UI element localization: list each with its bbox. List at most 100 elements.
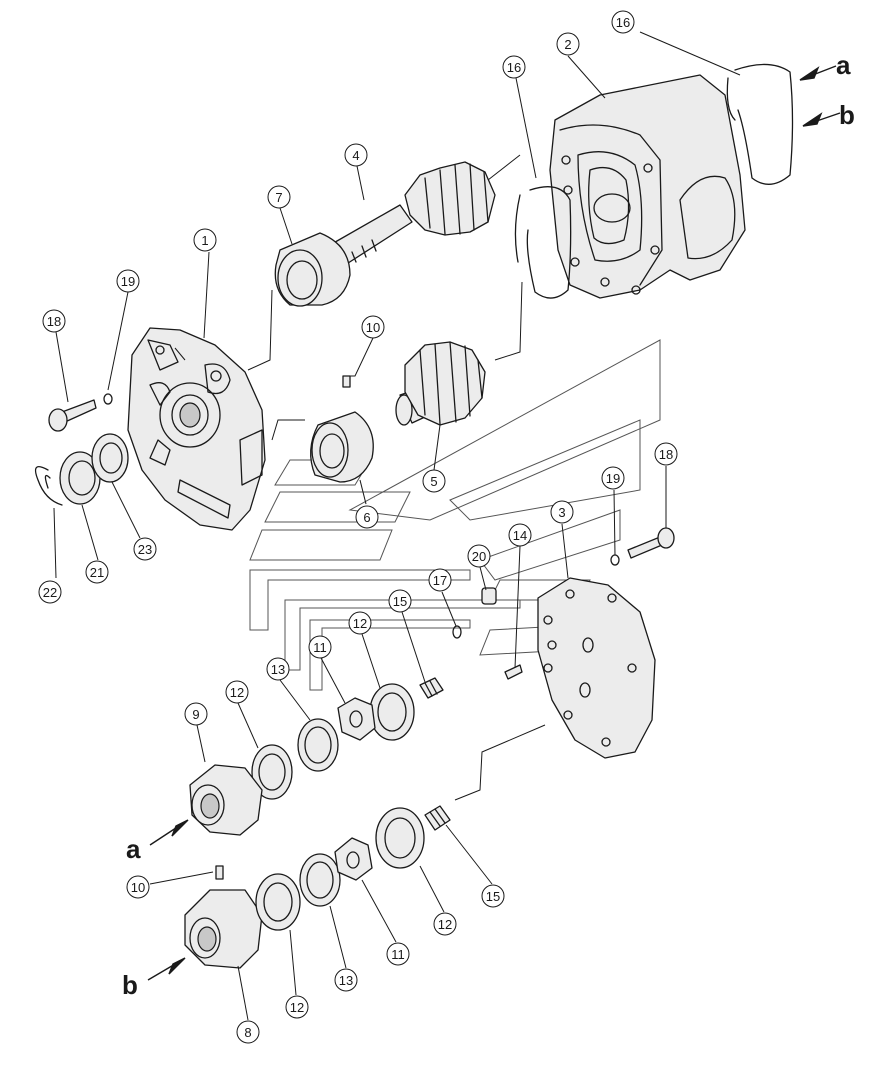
pin-part	[504, 664, 523, 680]
callout-label: 20	[472, 549, 486, 564]
callout-label: 3	[558, 505, 565, 520]
seal-part	[91, 433, 129, 483]
bolt-part	[48, 399, 97, 432]
callout-label: 1	[201, 233, 208, 248]
ring-part	[375, 807, 425, 869]
seal-ring-part	[514, 63, 794, 299]
callout-2: 2	[556, 32, 580, 56]
callout-label: 14	[513, 528, 527, 543]
view-arrows	[147, 65, 841, 981]
callout-22: 22	[38, 580, 62, 604]
callout-12: 12	[225, 680, 249, 704]
callout-label: 12	[438, 917, 452, 932]
valve-plug-part	[419, 677, 444, 699]
callout-label: 18	[47, 314, 61, 329]
callout-label: 17	[433, 573, 447, 588]
callout-17: 17	[428, 568, 452, 592]
valve-plug-part	[424, 805, 451, 831]
callout-1: 1	[193, 228, 217, 252]
callout-12: 12	[348, 611, 372, 635]
callout-label: 8	[244, 1025, 251, 1040]
front-cover-part	[127, 327, 266, 531]
callout-label: 11	[313, 640, 327, 655]
callout-label: 15	[486, 889, 500, 904]
callout-18: 18	[654, 442, 678, 466]
view-marker-a: a	[126, 834, 141, 864]
bushing-part	[274, 232, 351, 307]
callout-label: 13	[339, 973, 353, 988]
callout-label: 19	[606, 471, 620, 486]
oil-seal-part	[59, 451, 101, 505]
callout-15: 15	[481, 884, 505, 908]
pump-body-part	[549, 74, 746, 299]
view-marker-a: a	[836, 50, 851, 80]
ring-part	[369, 683, 415, 741]
nut-part	[334, 837, 373, 881]
callout-label: 10	[366, 320, 380, 335]
rear-cover-part	[537, 577, 656, 759]
callout-23: 23	[133, 537, 157, 561]
callout-label: 21	[90, 565, 104, 580]
ring-part	[251, 744, 293, 800]
callout-14: 14	[508, 523, 532, 547]
callout-10: 10	[126, 875, 150, 899]
callout-20: 20	[467, 544, 491, 568]
ring-part	[297, 718, 339, 772]
callout-label: 13	[271, 662, 285, 677]
valve-holder-part	[189, 764, 263, 836]
callout-21: 21	[85, 560, 109, 584]
washer-part	[610, 554, 620, 566]
bolt-part	[627, 527, 675, 559]
callout-label: 2	[564, 37, 571, 52]
callout-12: 12	[433, 912, 457, 936]
leader-lines	[53, 31, 741, 1021]
callout-label: 18	[659, 447, 673, 462]
valve-holder-part	[184, 889, 263, 969]
callout-4: 4	[344, 143, 368, 167]
callout-label: 9	[192, 707, 199, 722]
callout-19: 19	[601, 466, 625, 490]
callout-label: 6	[363, 510, 370, 525]
callout-label: 22	[43, 585, 57, 600]
washer-part	[103, 393, 113, 405]
callout-label: 12	[290, 1000, 304, 1015]
callout-12: 12	[285, 995, 309, 1019]
callout-16: 16	[611, 10, 635, 34]
callout-6: 6	[355, 505, 379, 529]
driven-gear-part	[395, 341, 486, 426]
callout-5: 5	[422, 469, 446, 493]
callout-18: 18	[42, 309, 66, 333]
callout-label: 16	[507, 60, 521, 75]
callout-11: 11	[386, 942, 410, 966]
callout-label: 11	[391, 947, 405, 962]
callout-label: 5	[430, 474, 437, 489]
callout-13: 13	[266, 657, 290, 681]
callout-label: 7	[275, 190, 282, 205]
callout-19: 19	[116, 269, 140, 293]
ring-part	[299, 853, 341, 907]
callout-13: 13	[334, 968, 358, 992]
bushing-part	[310, 411, 374, 483]
callout-label: 23	[138, 542, 152, 557]
view-marker-b: b	[839, 100, 855, 130]
callout-7: 7	[267, 185, 291, 209]
plug-part	[481, 587, 497, 605]
callout-label: 10	[131, 880, 145, 895]
callout-8: 8	[236, 1020, 260, 1044]
nut-part	[337, 697, 376, 741]
callout-label: 12	[230, 685, 244, 700]
callout-3: 3	[550, 500, 574, 524]
callout-label: 15	[393, 594, 407, 609]
callout-10: 10	[361, 315, 385, 339]
callout-16: 16	[502, 55, 526, 79]
ring-part	[255, 873, 301, 931]
callout-11: 11	[308, 635, 332, 659]
callout-15: 15	[388, 589, 412, 613]
callout-9: 9	[184, 702, 208, 726]
o-ring-part	[452, 625, 462, 639]
dowel-pin-part	[215, 865, 224, 880]
callout-label: 4	[352, 148, 359, 163]
snap-ring-part	[34, 466, 63, 506]
snap-ring-part	[44, 474, 51, 489]
